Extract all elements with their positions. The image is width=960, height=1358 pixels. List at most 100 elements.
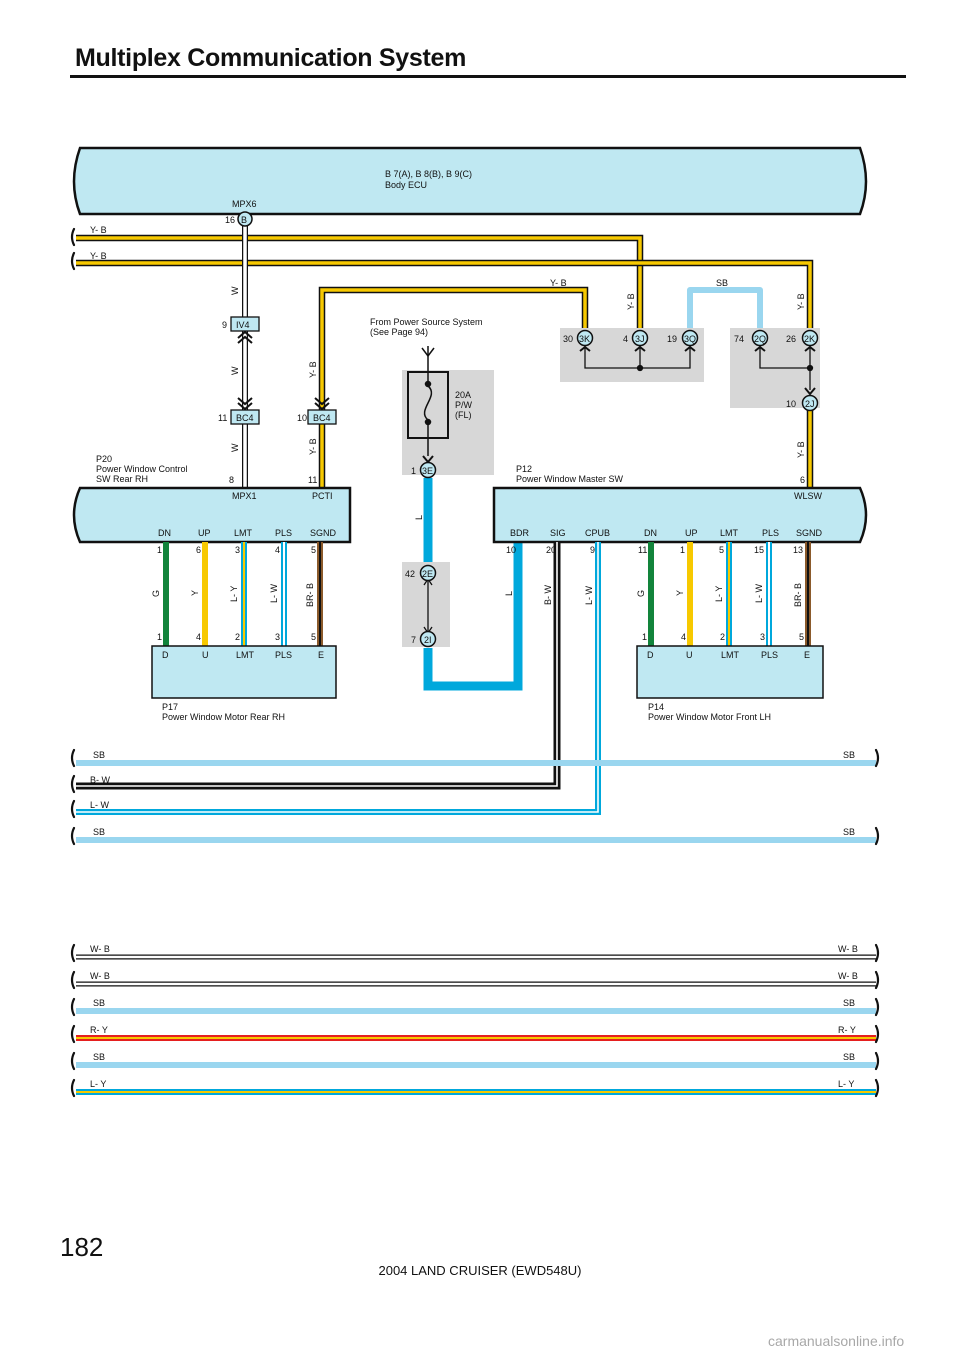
p12-box (492, 486, 868, 544)
p20-num-lmt: 3 (235, 545, 240, 555)
footer-model: 2004 LAND CRUISER (EWD548U) (378, 1263, 582, 1278)
svg-text:3Q: 3Q (684, 334, 696, 344)
svg-text:42: 42 (405, 569, 415, 579)
wire-label-lw-front: L- W (754, 583, 764, 603)
svg-text:11: 11 (218, 413, 227, 423)
wire-label-yb-pcti1: Y- B (308, 361, 318, 378)
continuation-brackets (70, 227, 880, 1098)
p20-pin-lmt: LMT (234, 528, 253, 538)
bus-mid-label-4l: SB (93, 827, 105, 837)
p17-pin-d: D (162, 650, 169, 660)
svg-text:3J: 3J (635, 334, 645, 344)
p14-code: P14 (648, 702, 664, 712)
bus-bottom-label-1r: W- B (838, 944, 858, 954)
bus-bottom-label-4l: R- Y (90, 1025, 108, 1035)
wire-label-ly-front: L- Y (714, 586, 724, 602)
wire-label-lw-cpub: L- W (584, 585, 594, 605)
p14-num-e: 5 (799, 632, 804, 642)
connector-2e: 2E 42 (405, 564, 437, 582)
svg-text:BC4: BC4 (236, 413, 254, 423)
p20-code: P20 (96, 454, 112, 464)
p17-pin-u: U (202, 650, 209, 660)
p12-pin-dn: DN (644, 528, 657, 538)
junction-2q-2j (759, 346, 814, 390)
p12-pin-cpub: CPUB (585, 528, 610, 538)
svg-text:7: 7 (411, 635, 416, 645)
bus-bottom-label-5l: SB (93, 1052, 105, 1062)
p20-box (72, 486, 352, 544)
p20-pin-up: UP (198, 528, 211, 538)
body-ecu-box (72, 146, 868, 216)
fuse-symbol (407, 346, 449, 456)
svg-text:1: 1 (411, 466, 416, 476)
p12-num-up: 1 (680, 545, 685, 555)
junction-3k-3q (584, 346, 691, 372)
p12-num-sgnd: 13 (793, 545, 803, 555)
connector-3q: 3Q 19 (667, 329, 699, 352)
wire-label-yb2: Y- B (90, 251, 107, 261)
p20-num-up: 6 (196, 545, 201, 555)
p12-num-lmt: 5 (719, 545, 724, 555)
p14-pin-d: D (647, 650, 654, 660)
bus-bottom-label-3r: SB (843, 998, 855, 1008)
connector-bc4-w: BC4 11 (218, 409, 260, 425)
connector-2j: 2J 10 (786, 387, 819, 412)
bus-bottom-label-6l: L- Y (90, 1079, 106, 1089)
p17-num-u: 4 (196, 632, 201, 642)
p14-pin-u: U (686, 650, 693, 660)
p20-mpx1-pin: 8 (229, 475, 234, 485)
connector-2k: 2K 26 (786, 329, 819, 352)
p14-pin-pls: PLS (761, 650, 778, 660)
connector-b: B 16 (225, 211, 253, 227)
bus-mid-label-1l: SB (93, 750, 105, 760)
connector-bc4-yb: BC4 10 (297, 397, 337, 425)
bus-bottom-label-2l: W- B (90, 971, 110, 981)
p12-num-dn: 11 (638, 545, 647, 555)
svg-text:3K: 3K (579, 334, 590, 344)
bus-bottom-label-6r: L- Y (838, 1079, 854, 1089)
svg-text:19: 19 (667, 334, 677, 344)
wire-label-yb-top: Y- B (550, 278, 567, 288)
p12-pin-pls: PLS (762, 528, 779, 538)
body-ecu-connectors: B 7(A), B 8(B), B 9(C) (385, 169, 472, 179)
svg-text:74: 74 (734, 334, 744, 344)
svg-text:10: 10 (786, 399, 796, 409)
wire-label-l-2i: L (504, 591, 514, 596)
wire-label-yb-pcti2: Y- B (308, 438, 318, 455)
wire-lw-cpub (76, 542, 601, 815)
bus-mid-label-4r: SB (843, 827, 855, 837)
p17-code: P17 (162, 702, 178, 712)
p12-num-pls: 15 (754, 545, 764, 555)
svg-text:2I: 2I (424, 635, 432, 645)
wire-label-brb-front: BR- B (793, 583, 803, 607)
p12-num-cpub: 9 (590, 545, 595, 555)
p14-num-u: 4 (681, 632, 686, 642)
p17-num-e: 5 (311, 632, 316, 642)
wire-label-yb-2k: Y- B (796, 293, 806, 310)
p14-pin-lmt: LMT (721, 650, 740, 660)
p14-num-pls: 3 (760, 632, 765, 642)
mpx6-label: MPX6 (232, 199, 257, 209)
svg-text:2E: 2E (422, 569, 433, 579)
bus-mid-label-3l: L- W (90, 800, 110, 810)
wire-label-g-front: G (636, 590, 646, 597)
p17-box (151, 645, 337, 699)
fuse-source-line1: From Power Source System (370, 317, 483, 327)
svg-text:10: 10 (297, 413, 307, 423)
p17-name: Power Window Motor Rear RH (162, 712, 285, 722)
bus-bottom-label-5r: SB (843, 1052, 855, 1062)
p17-pin-e: E (318, 650, 324, 660)
wire-yb-top-2 (76, 259, 814, 328)
bus-mid-label-2l: B- W (90, 775, 111, 785)
p20-mpx1: MPX1 (232, 491, 257, 501)
connector-2q: 2Q 74 (734, 329, 769, 352)
p14-name: Power Window Motor Front LH (648, 712, 771, 722)
p12-pin-bdr: BDR (510, 528, 530, 538)
wire-label-w2: W (230, 366, 240, 375)
wire-label-yb1: Y- B (90, 225, 107, 235)
wire-bw-sig (76, 542, 561, 790)
p17-pin-lmt: LMT (236, 650, 255, 660)
wire-label-lw-rear: L- W (269, 583, 279, 603)
p12-name: Power Window Master SW (516, 474, 624, 484)
